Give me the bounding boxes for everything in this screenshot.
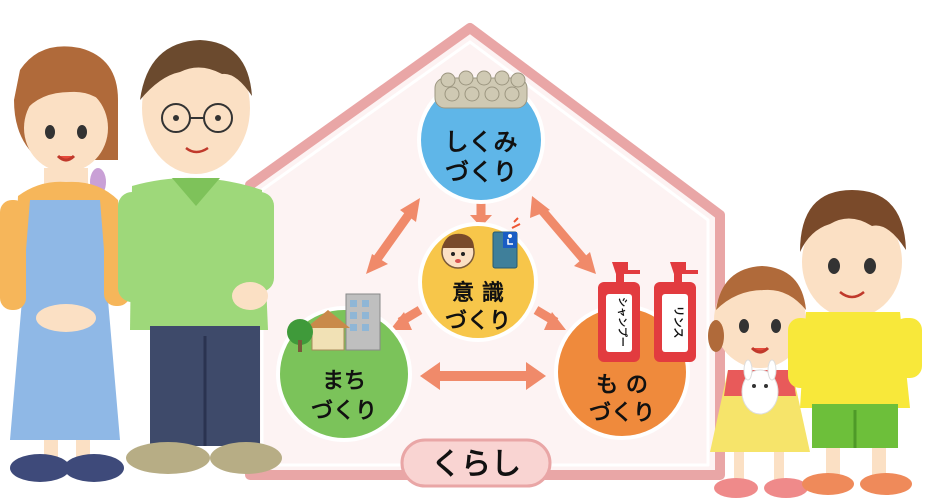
rinse-label: リンス bbox=[672, 306, 685, 339]
arrow-shikumi-machi bbox=[366, 198, 420, 274]
arrow-shikumi-mono bbox=[530, 196, 596, 274]
shampoo-label: シャンプー bbox=[616, 297, 629, 347]
kurashi-label: くらし bbox=[400, 438, 552, 488]
shampoo-bottle-icon: シャンプー bbox=[598, 262, 640, 362]
mother-figure bbox=[0, 46, 130, 482]
ishiki-line1: 意 識 bbox=[452, 280, 504, 306]
mono-line1: も の bbox=[596, 373, 648, 398]
building-icon bbox=[345, 293, 381, 351]
ishiki-circle: 意 識 づくり bbox=[418, 217, 538, 342]
arrow-ishiki-mono bbox=[533, 306, 566, 330]
people-group-icon bbox=[434, 70, 528, 109]
mono-circle: シャンプー リンス も の づくり bbox=[554, 262, 698, 440]
rinse-bottle-icon: リンス bbox=[654, 262, 698, 362]
machi-circle: まち づくり bbox=[276, 293, 412, 442]
mono-line2: づくり bbox=[589, 401, 655, 426]
shikumi-line1: しくみ bbox=[445, 128, 518, 156]
arrow-machi-mono bbox=[420, 362, 546, 390]
tree-icon bbox=[287, 319, 313, 352]
child-face-icon bbox=[441, 233, 475, 269]
shikumi-line2: づくり bbox=[445, 158, 517, 186]
machi-line2: づくり bbox=[311, 399, 377, 424]
arrow-ishiki-machi bbox=[390, 306, 423, 330]
father-figure bbox=[118, 40, 282, 474]
kurashi-text: くらし bbox=[431, 447, 521, 482]
accessibility-sign-icon bbox=[492, 217, 521, 269]
machi-line1: まち bbox=[322, 369, 366, 394]
house-icon bbox=[306, 310, 350, 351]
ishiki-line2: づくり bbox=[445, 309, 511, 334]
shikumi-circle: しくみ づくり bbox=[417, 70, 545, 204]
boy-figure bbox=[788, 190, 922, 495]
